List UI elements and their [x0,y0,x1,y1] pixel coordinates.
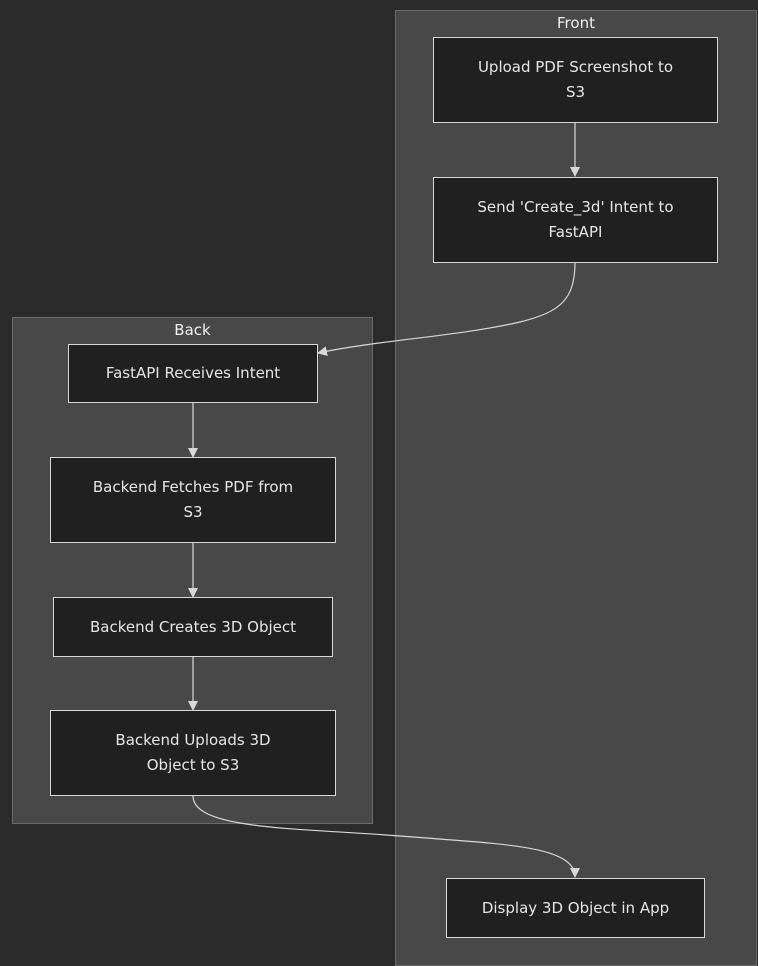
node-backend-fetches-pdf: Backend Fetches PDF from S3 [50,457,336,543]
node-upload-pdf-screenshot: Upload PDF Screenshot to S3 [433,37,718,123]
node-backend-uploads-3d-object: Backend Uploads 3D Object to S3 [50,710,336,796]
node-backend-fetches-line2: S3 [183,503,203,521]
node-upload-pdf-line2: S3 [565,83,586,101]
cluster-front: Front [395,10,757,966]
node-send-intent-line2: FastAPI [548,223,603,241]
node-backend-uploads-line1: Backend Uploads 3D [115,731,271,749]
node-backend-fetches-line1: Backend Fetches PDF from [92,478,294,496]
node-backend-creates-3d-object: Backend Creates 3D Object [53,597,333,657]
node-fastapi-receives-intent: FastAPI Receives Intent [68,344,318,403]
node-upload-pdf-line1: Upload PDF Screenshot to [477,58,674,76]
node-send-intent-line1: Send 'Create_3d' Intent to [477,198,674,216]
node-backend-creates-line1: Backend Creates 3D Object [89,617,297,636]
cluster-back-title: Back [174,321,211,339]
node-fastapi-receives-line1: FastAPI Receives Intent [105,364,281,382]
node-display-object-line1: Display 3D Object in App [481,898,670,917]
node-display-3d-object: Display 3D Object in App [446,878,705,938]
node-send-create-3d-intent: Send 'Create_3d' Intent to FastAPI [433,177,718,263]
cluster-front-title: Front [557,14,595,32]
node-backend-uploads-line2: Object to S3 [146,756,240,774]
